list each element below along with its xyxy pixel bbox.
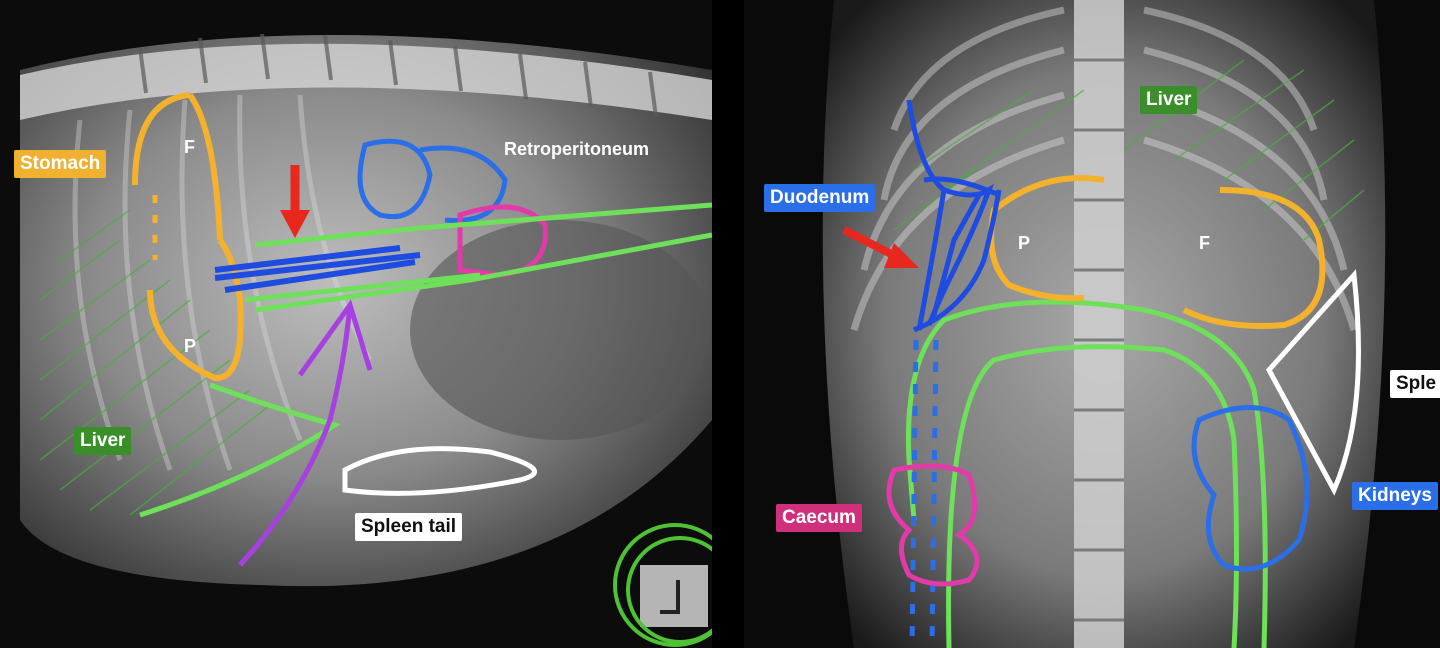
fundus-marker-right: F [1199, 233, 1210, 253]
kidneys-label: Kidneys [1352, 482, 1438, 510]
duodenum-label: Duodenum [764, 184, 876, 212]
spleen-label: Sple [1390, 370, 1440, 398]
panel-divider [712, 0, 744, 648]
stomach-label: Stomach [14, 150, 107, 178]
liver-label-right: Liver [1140, 86, 1198, 114]
lateral-radiograph-panel: Stomach Retroperitoneum Liver Spleen tai… [0, 0, 712, 648]
ventrodorsal-radiograph-panel: Liver Duodenum Caecum Kidneys Sple P F [744, 0, 1440, 648]
ventrodorsal-radiograph-drawing [744, 0, 1440, 648]
lateral-radiograph-drawing [0, 0, 712, 648]
pylorus-marker-right: P [1018, 233, 1031, 253]
caecum-label: Caecum [776, 504, 862, 532]
fundus-marker-left: F [184, 137, 195, 157]
pylorus-marker-left: P [184, 336, 197, 356]
liver-label-left: Liver [74, 427, 132, 455]
spleen-tail-label: Spleen tail [355, 513, 463, 541]
retroperitoneum-label: Retroperitoneum [504, 139, 650, 159]
